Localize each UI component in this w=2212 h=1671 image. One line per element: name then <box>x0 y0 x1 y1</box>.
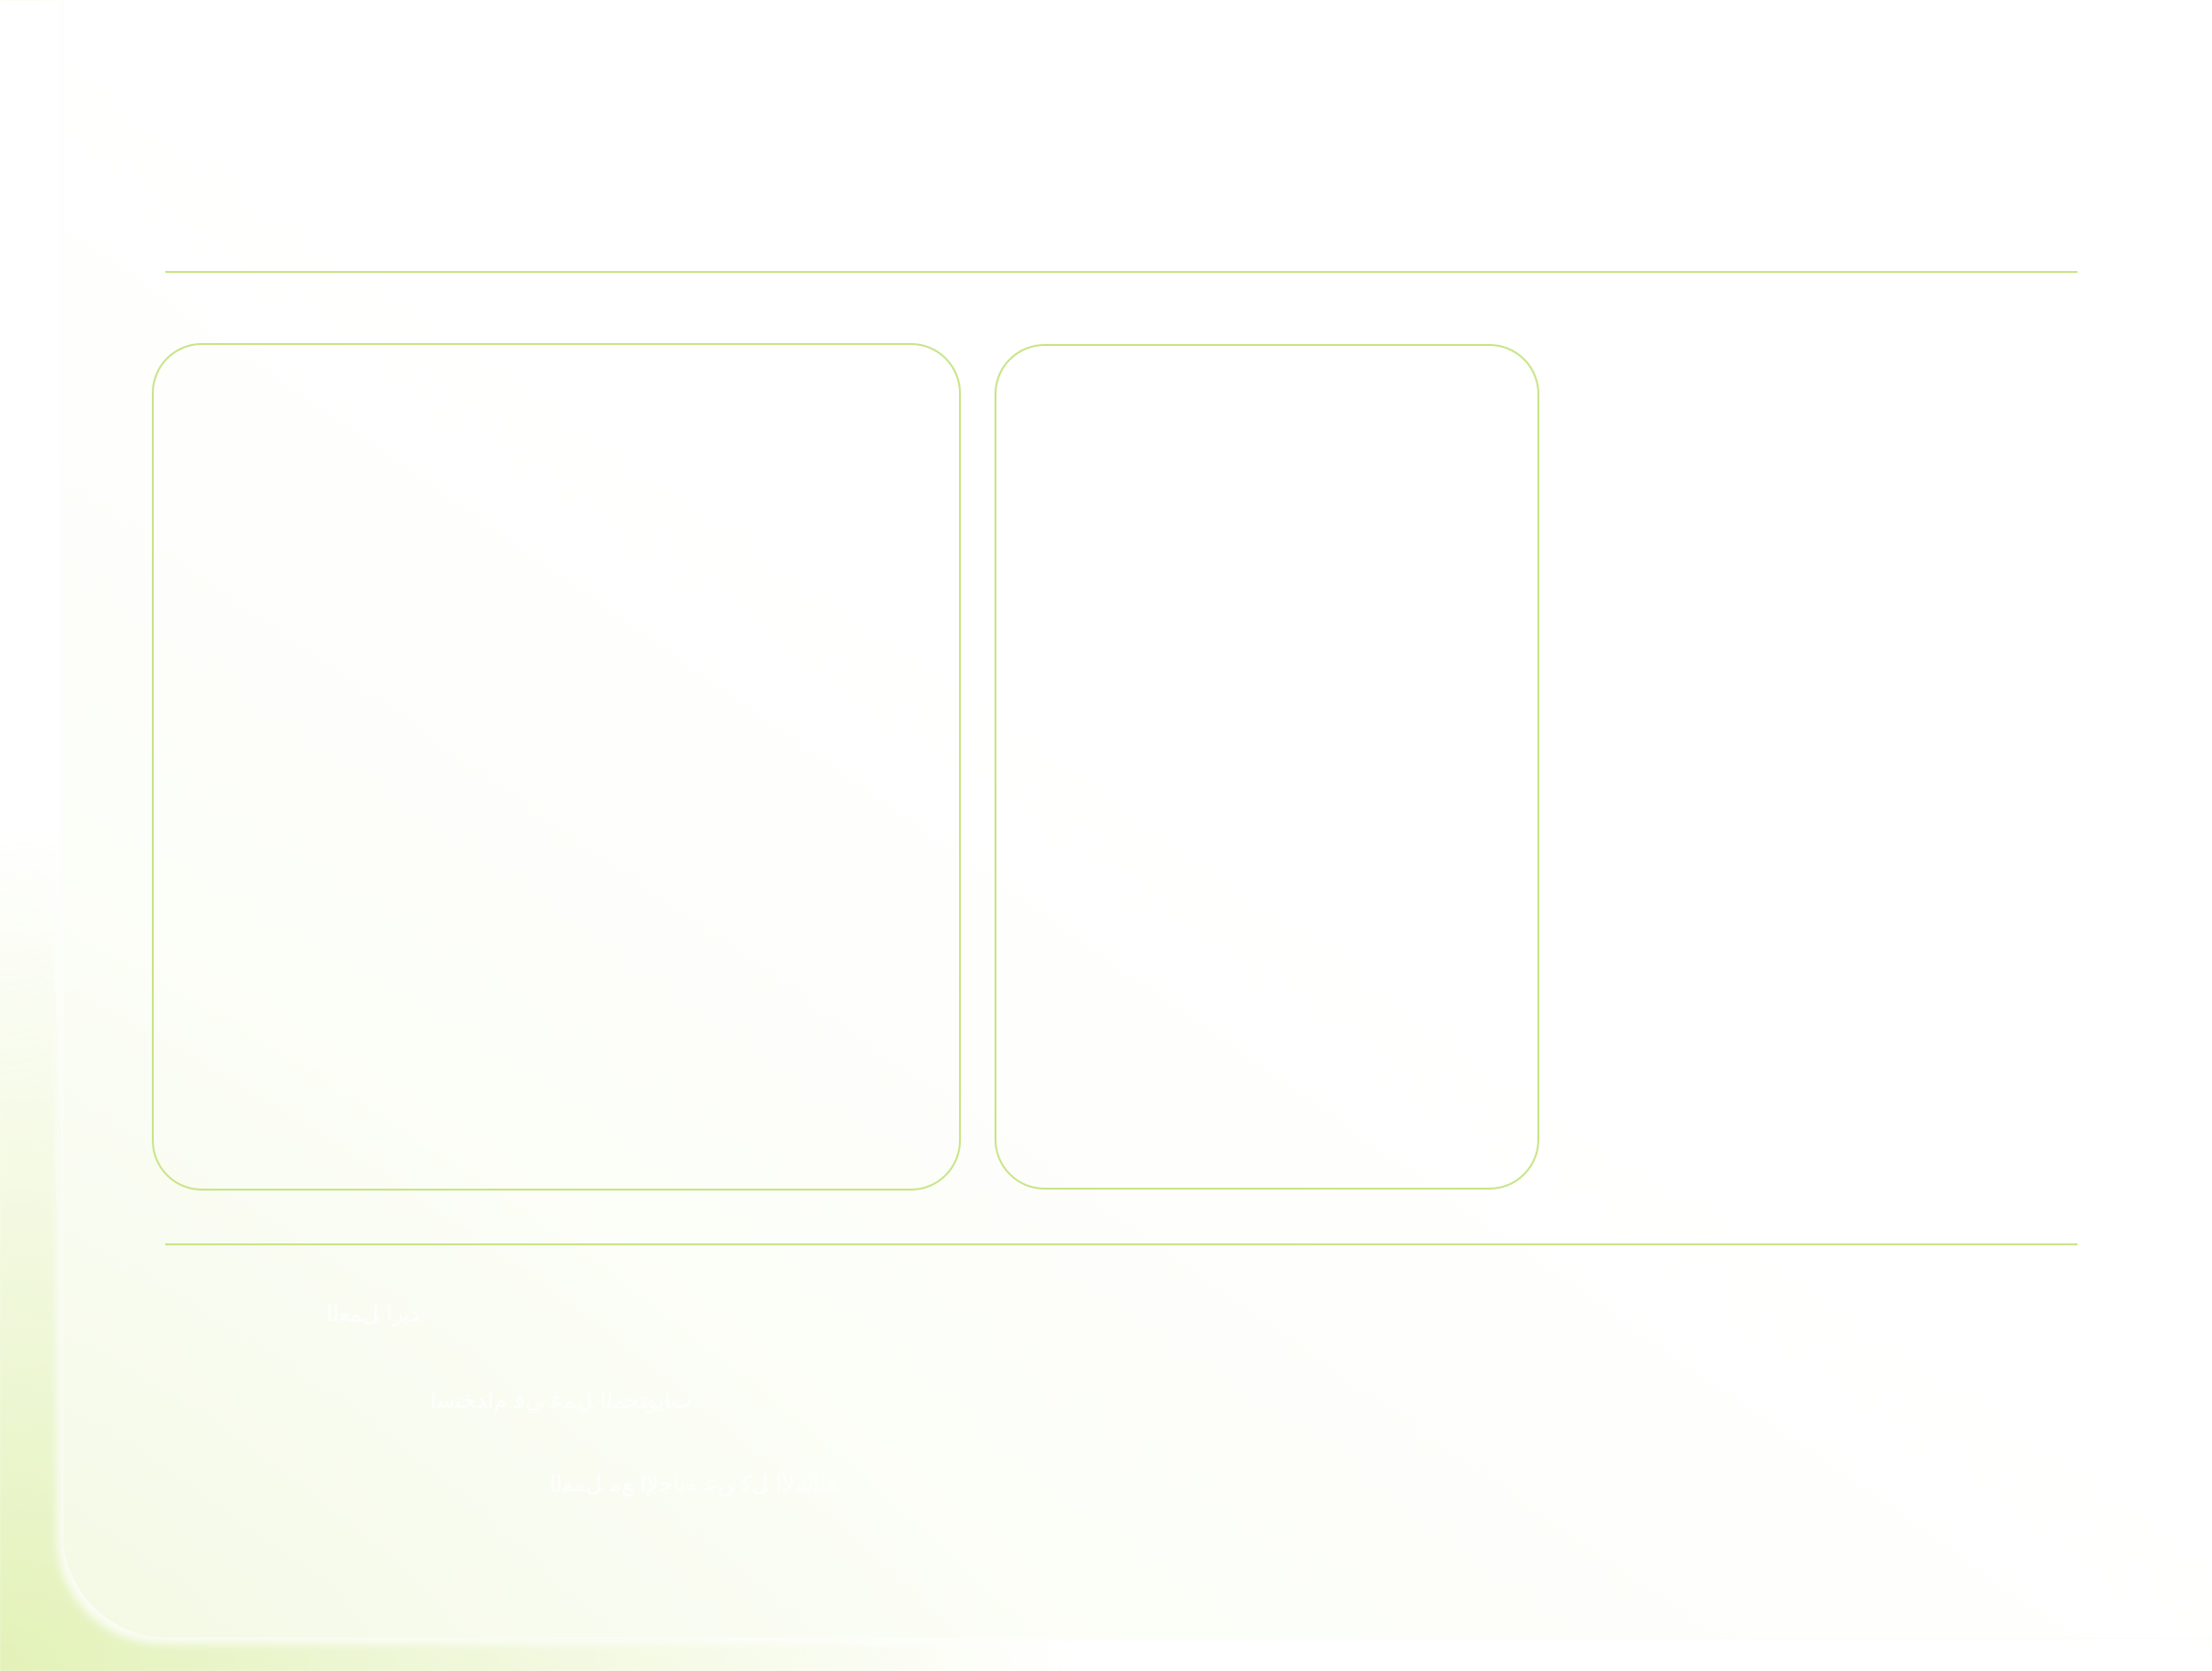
left-panel-line-3: ﺔﻠﺌﺳﻷﺍ ﻞﻛ ﻦﻋ ﺔﺑﺎﺟﻹﺍ ﻊﻣ ﻞﻤﻌﻟﺍ <box>549 1472 839 1497</box>
left-panel-line-1: ﺪﺑﺭﺍ ﻞﻤﻌﻟﺍ <box>326 1302 422 1327</box>
slide-background-frame <box>63 0 2212 1637</box>
left-content-panel: ﺪﺑﺭﺍ ﻞﻤﻌﻟﺍ ﺕﺎﻳﻮﺘﺤﻤﻟﺍ ﻞﻤﻋ ﻲﻓ ﻡﺍﺪﺨﺘﺳﺍ ﺔﻠﺌﺳ… <box>152 343 961 1497</box>
right-content-panel <box>995 344 1539 1190</box>
top-divider <box>165 271 2077 273</box>
bottom-divider <box>165 1243 2077 1245</box>
left-panel-line-2: ﺕﺎﻳﻮﺘﺤﻤﻟﺍ ﻞﻤﻋ ﻲﻓ ﻡﺍﺪﺨﺘﺳﺍ <box>430 1388 692 1413</box>
